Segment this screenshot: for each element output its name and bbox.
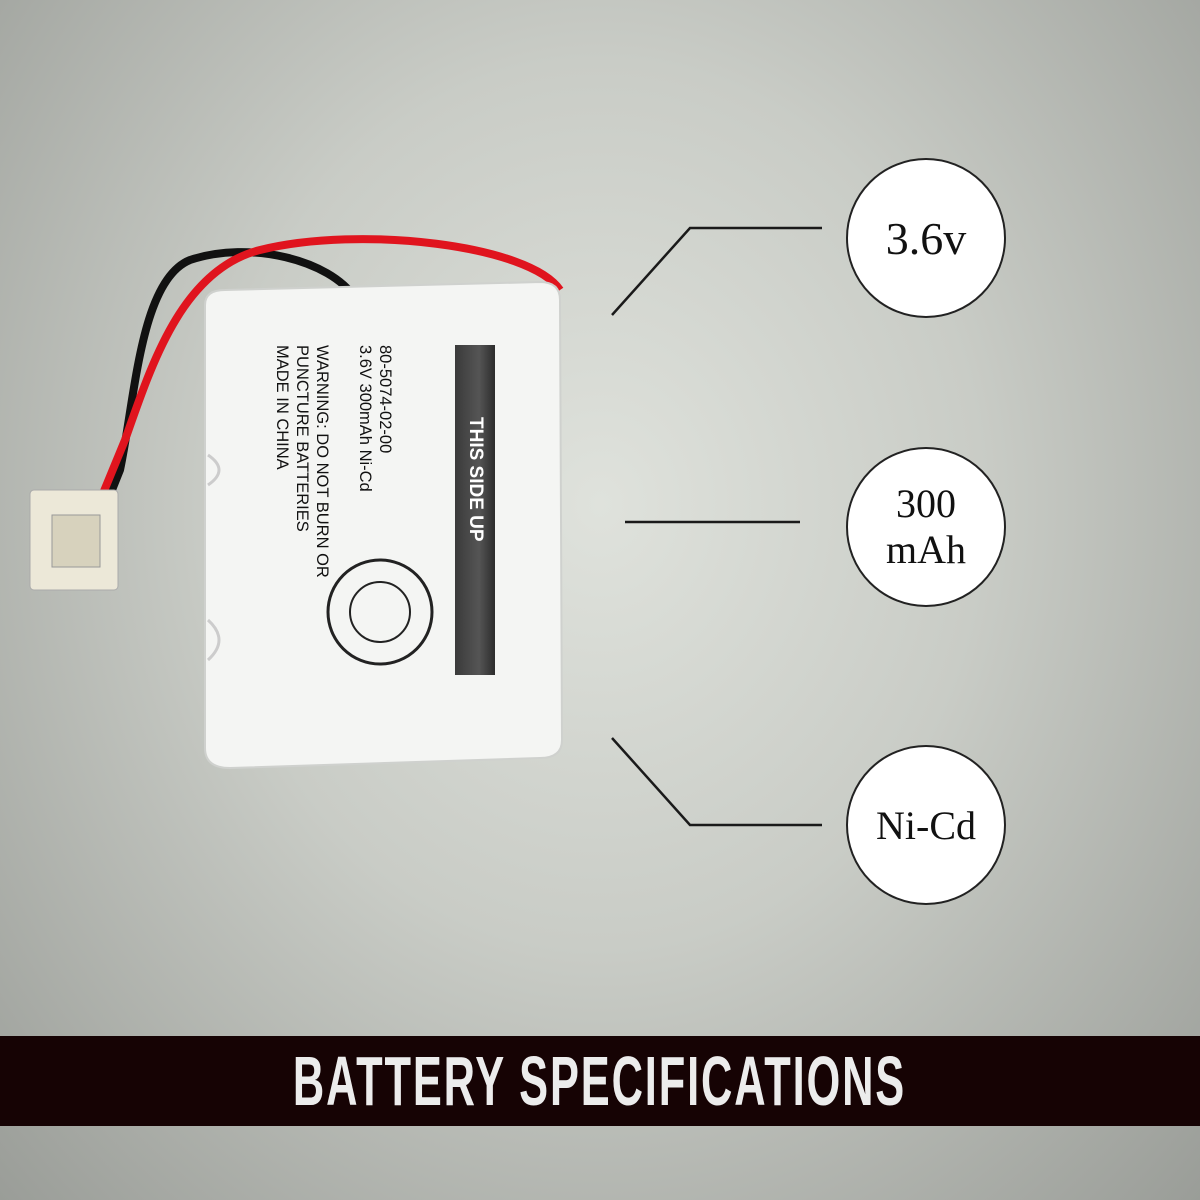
red-wire bbox=[86, 235, 564, 527]
banner-title: BATTERY SPECIFICATIONS bbox=[293, 1042, 907, 1120]
black-wire bbox=[96, 248, 359, 522]
battery-label-text: 80-5074-02-00 3.6V 300mAh Ni-Cd bbox=[355, 345, 395, 492]
spec-value: Ni-Cd bbox=[876, 802, 976, 848]
spec-value: 300 bbox=[896, 481, 956, 526]
this-side-up-marker: THIS SIDE UP bbox=[455, 345, 495, 675]
spec-unit: mAh bbox=[886, 527, 966, 572]
origin-line: MADE IN CHINA bbox=[273, 345, 291, 470]
part-number: 80-5074-02-00 bbox=[376, 345, 394, 454]
spec-voltage: 3.6v bbox=[846, 158, 1006, 318]
spec-value: 3.6v bbox=[885, 212, 967, 264]
connector bbox=[29, 489, 119, 591]
callout-lines bbox=[611, 226, 822, 827]
side-up-text: THIS SIDE UP bbox=[465, 417, 486, 542]
recycle-seal bbox=[326, 558, 434, 666]
battery-warning-text: WARNING: DO NOT BURN OR PUNCTURE BATTERI… bbox=[272, 345, 332, 578]
warning-line: WARNING: DO NOT BURN OR bbox=[313, 345, 331, 578]
title-banner: BATTERY SPECIFICATIONS bbox=[0, 1036, 1200, 1126]
warning-line: PUNCTURE BATTERIES bbox=[293, 345, 311, 532]
rating: 3.6V 300mAh Ni-Cd bbox=[356, 345, 374, 492]
spec-chemistry: Ni-Cd bbox=[846, 745, 1006, 905]
